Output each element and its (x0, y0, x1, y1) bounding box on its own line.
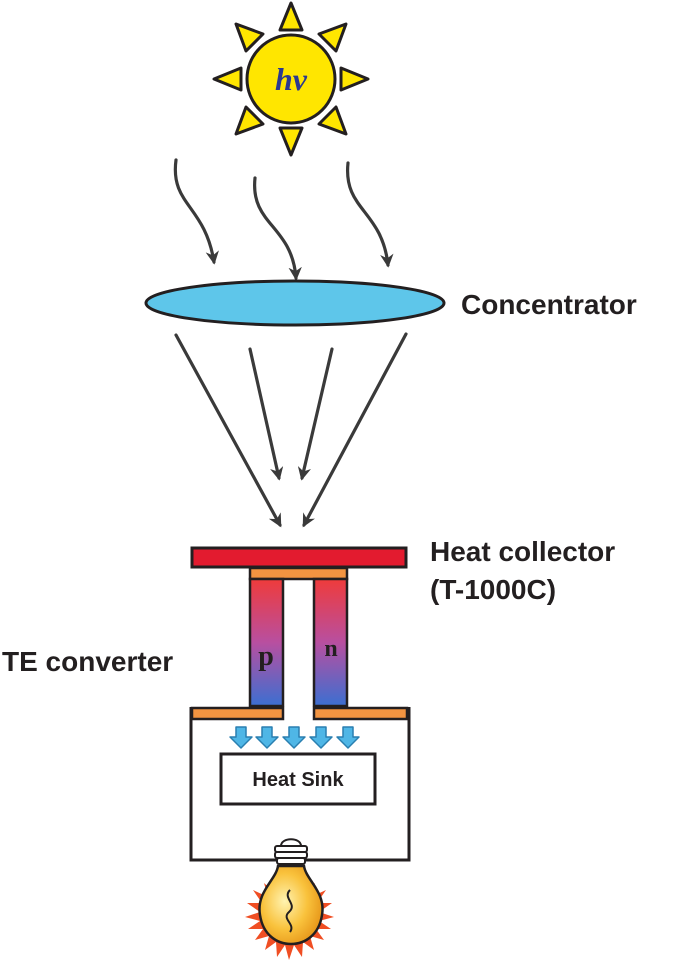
sun-rays (212, 1, 370, 157)
heat-sink-label: Heat Sink (252, 769, 344, 791)
focused-rays (174, 332, 408, 528)
concentrator-label: Concentrator (461, 289, 637, 320)
heat-collector-label: Heat collector (430, 536, 615, 567)
heat-collector-temp-label: (T-1000C) (430, 574, 556, 605)
heat-flow-arrow (336, 726, 360, 749)
focused-ray (302, 332, 408, 528)
focused-ray (248, 347, 284, 481)
incoming-ray (253, 176, 302, 281)
concentrator-lens (144, 279, 446, 327)
incoming-rays (173, 158, 394, 281)
light-bulb-icon (245, 838, 334, 960)
heat-collector-plate (190, 546, 408, 569)
focused-ray (174, 333, 282, 528)
heat-sink-box (219, 752, 377, 806)
bulb-base (274, 838, 308, 865)
bottom-contact-n (312, 706, 409, 721)
sun-icon: hν (212, 1, 370, 157)
p-leg (248, 577, 285, 708)
incoming-ray (173, 158, 219, 265)
photon-symbol: hν (275, 61, 308, 97)
n-leg (312, 577, 349, 708)
sun-disc (245, 33, 337, 125)
focused-ray (297, 347, 334, 481)
incoming-ray (346, 161, 394, 268)
top-contact (248, 566, 349, 581)
n-leg-label: n (324, 636, 337, 662)
heat-flow-arrow (255, 726, 279, 749)
bottom-contact-p (190, 706, 285, 721)
te-converter-label: TE converter (2, 646, 173, 677)
bulb-filament (285, 889, 293, 933)
heat-flow-arrows (229, 726, 360, 749)
p-leg-label: p (258, 641, 274, 672)
heat-flow-arrow (229, 726, 253, 749)
heat-flow-arrow (309, 726, 333, 749)
heat-flow-arrow (282, 726, 306, 749)
